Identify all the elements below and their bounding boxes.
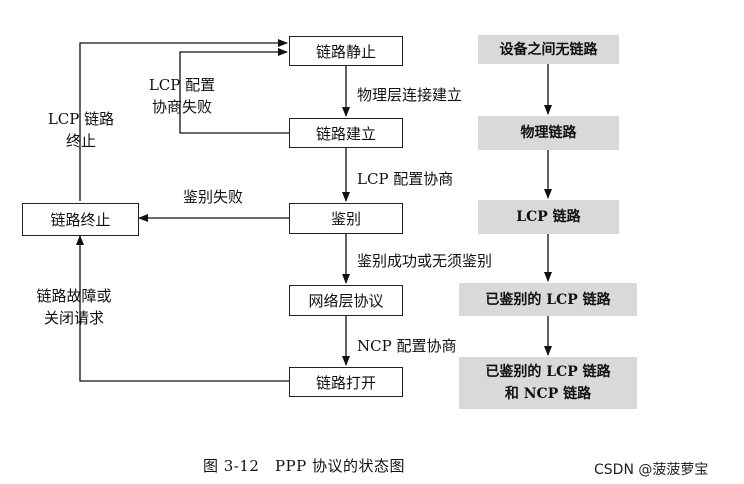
label-lcp-fail-line2: 协商失败: [151, 98, 212, 116]
label-link-fault: 链路故障或 关闭请求: [24, 285, 124, 329]
label-lcp-terminate: LCP 链路 终止: [36, 108, 126, 152]
arrow-lcp-terminate: [79, 39, 288, 201]
figure-caption: 图 3-12 PPP 协议的状态图: [203, 457, 406, 475]
link-auth-lcp-ncp-line2: 和 NCP 链路: [504, 386, 592, 402]
arrow-link-fault: [76, 235, 289, 382]
link-none: 设备之间无链路: [478, 35, 619, 64]
label-ncp-negotiate: NCP 配置协商: [357, 337, 457, 355]
label-lcp-fail: LCP 配置 协商失败: [136, 74, 228, 118]
link-auth-lcp: 已鉴别的 LCP 链路: [459, 283, 637, 316]
link-lcp: LCP 链路: [478, 200, 619, 234]
label-lcp-negotiate: LCP 配置协商: [357, 170, 454, 188]
label-auth-ok: 鉴别成功或无须鉴别: [357, 252, 493, 270]
label-lcp-terminate-line2: 终止: [65, 132, 96, 150]
state-terminate: 链路终止: [22, 203, 139, 236]
label-auth-fail: 鉴别失败: [183, 188, 244, 206]
state-authenticate: 鉴别: [289, 203, 403, 234]
label-link-fault-line2: 关闭请求: [43, 309, 104, 327]
state-network: 网络层协议: [289, 285, 403, 316]
state-open: 链路打开: [289, 367, 403, 397]
label-link-fault-line1: 链路故障或: [36, 287, 112, 305]
label-lcp-terminate-line1: LCP 链路: [47, 110, 115, 128]
link-auth-lcp-ncp-line1: 已鉴别的 LCP 链路: [485, 364, 611, 380]
arrow-lcp-fail-loop: [179, 48, 289, 134]
state-dead: 链路静止: [289, 36, 403, 66]
watermark: CSDN @菠菠萝宝: [594, 462, 709, 478]
link-physical: 物理链路: [478, 116, 619, 150]
label-physical-up: 物理层连接建立: [357, 86, 463, 104]
link-auth-lcp-ncp: 已鉴别的 LCP 链路 和 NCP 链路: [459, 357, 637, 409]
label-lcp-fail-line1: LCP 配置: [148, 76, 216, 94]
state-establish: 链路建立: [289, 118, 403, 148]
